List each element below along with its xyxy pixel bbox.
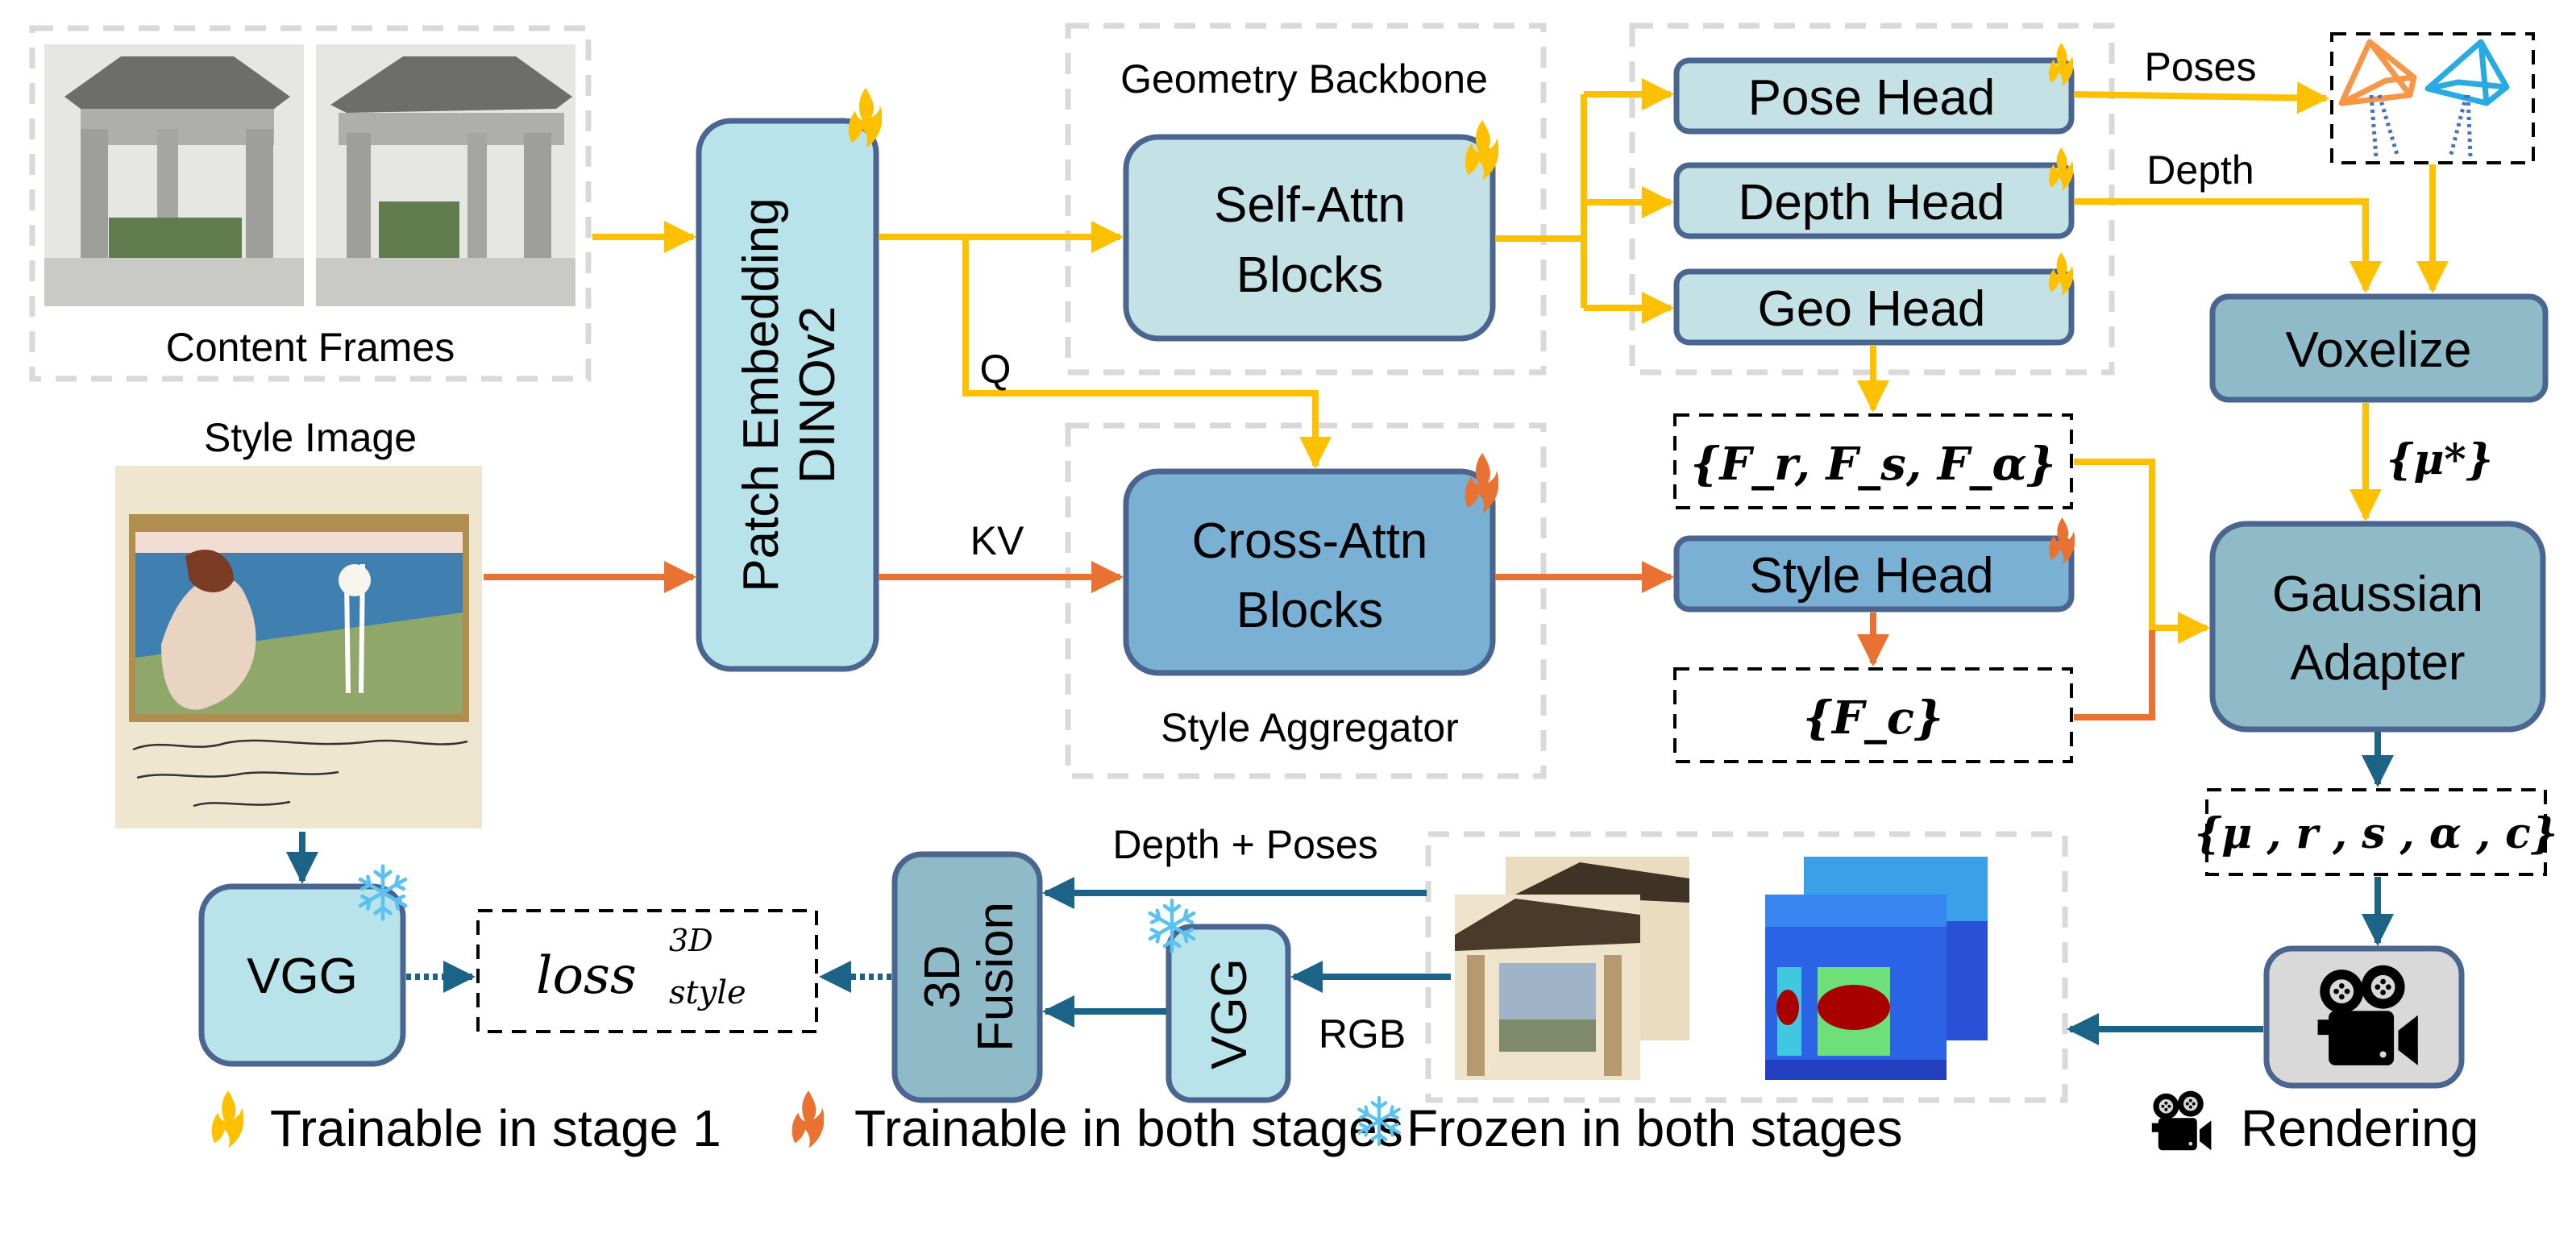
style-image-input: Style Image (115, 415, 482, 828)
content-frame-1 (44, 44, 304, 306)
gaussian-params-box: {μ , r , s , α , c} (2195, 788, 2558, 876)
vgg-style-label: VGG (247, 949, 358, 1004)
style-head-label: Style Head (1749, 548, 1993, 604)
flame-orange-icon (791, 1090, 824, 1148)
legend-label-both-stages: Trainable in both stages (854, 1099, 1403, 1157)
depth-label: Depth (2146, 147, 2254, 193)
adapter-label: Adapter (2290, 635, 2465, 691)
legend-item-frozen: Frozen in both stages (1359, 1098, 1902, 1157)
legend-item-both-stages: Trainable in both stages (791, 1090, 1403, 1157)
patch-embedding-block[interactable]: Patch Embedding DINOv2 (696, 88, 883, 672)
geometry-backbone-label: Geometry Backbone (1120, 56, 1488, 102)
content-frames-label: Content Frames (166, 325, 455, 370)
style-image-label: Style Image (204, 415, 417, 460)
fusion-label: Fusion (968, 902, 1024, 1052)
legend-label-frozen: Frozen in both stages (1406, 1099, 1902, 1157)
style-features-label: {F_c} (1803, 691, 1943, 745)
3d-fusion-block[interactable]: 3D Fusion (891, 851, 1043, 1103)
blue-camera-frustum-icon (2424, 39, 2510, 106)
geo-head-block[interactable]: Geo Head (1673, 252, 2075, 346)
geo-head-label: Geo Head (1758, 281, 1986, 337)
gaussian-params-label: {μ , r , s , α , c} (2195, 809, 2558, 858)
depth-poses-label: Depth + Poses (1112, 822, 1377, 867)
content-frame-2 (316, 44, 575, 306)
style-loss-box: loss 3D style (476, 909, 818, 1033)
style-features-box: {F_c} (1673, 667, 2073, 763)
style-aggregator-group: Cross-Attn Blocks Style Aggregator (1065, 422, 1547, 779)
loss-subscript: style (669, 974, 746, 1011)
legend-item-stage1: Trainable in stage 1 (211, 1090, 721, 1157)
vgg-style-block[interactable]: VGG (198, 866, 405, 1067)
rgb-label: RGB (1319, 1011, 1406, 1057)
geometry-backbone-group: Geometry Backbone Self-Attn Blocks (1065, 23, 1547, 376)
loss-superscript: 3D (669, 923, 713, 958)
poses-label: Poses (2145, 44, 2257, 89)
legend-label-stage1: Trainable in stage 1 (270, 1099, 721, 1157)
self-attn-label-1: Self-Attn (1214, 177, 1406, 233)
film-camera-icon (2151, 1090, 2212, 1151)
renderer-block[interactable] (2263, 945, 2465, 1089)
pose-head-block[interactable]: Pose Head (1673, 43, 2075, 135)
render-edges (286, 732, 2394, 1045)
stage1-edges (592, 78, 2449, 644)
3d-label: 3D (915, 945, 970, 1008)
cross-attn-block[interactable]: Cross-Attn Blocks (1123, 453, 1499, 676)
vgg-render-label: VGG (1202, 958, 1257, 1069)
style-head-block[interactable]: Style Head (1673, 517, 2075, 612)
stylized-rgb-renders (1455, 857, 1689, 1080)
voxelize-label: Voxelize (2286, 322, 2472, 378)
legend-item-rendering: Rendering (2151, 1090, 2478, 1157)
rendered-outputs-group: Depth + Poses RGB (1112, 822, 2068, 1103)
q-label: Q (980, 347, 1012, 392)
pose-head-label: Pose Head (1748, 70, 1996, 126)
gaussian-label: Gaussian (2272, 567, 2483, 622)
geo-features-label: {F_r, F_s, F_α} (1690, 438, 2055, 491)
self-attn-block[interactable]: Self-Attn Blocks (1123, 120, 1499, 342)
depth-renders (1765, 857, 1988, 1080)
flame-yellow-icon (211, 1090, 243, 1148)
voxelize-block[interactable]: Voxelize (2209, 293, 2549, 403)
depth-head-block[interactable]: Depth Head (1673, 147, 2075, 239)
legend: Trainable in stage 1 Trainable in both s… (211, 1090, 2478, 1157)
self-attn-label-2: Blocks (1236, 247, 1384, 303)
depth-head-label: Depth Head (1739, 175, 2005, 230)
dinov2-label: DINOv2 (790, 306, 846, 484)
patch-embedding-label: Patch Embedding (733, 197, 789, 592)
gaussian-adapter-block[interactable]: Gaussian Adapter (2209, 521, 2546, 733)
mu-star-label: {μ*} (2387, 435, 2493, 484)
cross-attn-label-2: Blocks (1236, 583, 1384, 638)
style-aggregator-label: Style Aggregator (1161, 705, 1459, 750)
loss-label: loss (536, 946, 637, 1006)
camera-poses-box (2330, 32, 2535, 164)
geo-features-box: {F_r, F_s, F_α} (1673, 413, 2073, 509)
content-frames-group: Content Frames (29, 25, 592, 382)
cross-attn-label-1: Cross-Attn (1192, 513, 1428, 569)
style-edges (484, 561, 2155, 720)
kv-label: KV (970, 518, 1024, 563)
vgg-render-block[interactable]: VGG (1150, 900, 1291, 1103)
orange-camera-frustum-icon (2338, 39, 2417, 106)
heads-group: Pose Head Depth Head Geo Head (1629, 23, 2115, 376)
legend-label-rendering: Rendering (2241, 1099, 2478, 1157)
